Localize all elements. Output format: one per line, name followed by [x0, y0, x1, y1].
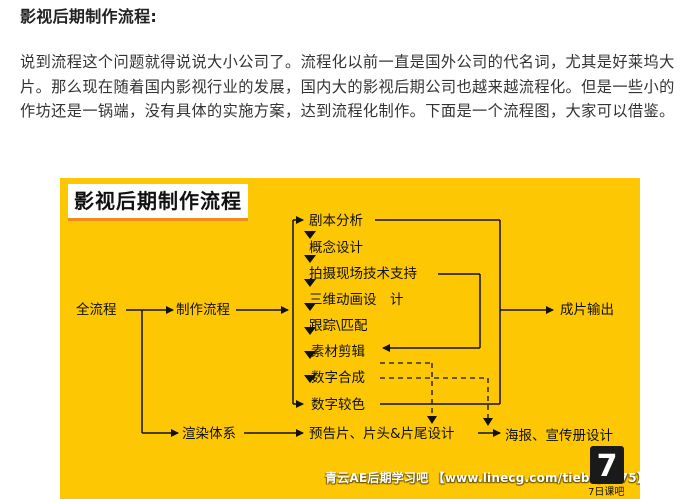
node-final-output: 成片输出 [560, 302, 614, 318]
step-script-analysis: 剧本分析 [309, 213, 363, 229]
step-onset-support: 拍摄现场技术支持 [309, 266, 417, 282]
node-trailer-design: 预告片、片头&片尾设计 [309, 426, 455, 442]
step-edit: 素材剪辑 [311, 344, 365, 360]
node-all-workflow: 全流程 [76, 302, 117, 318]
step-down-triangles [304, 231, 316, 383]
logo-glyph: 7 [597, 449, 618, 484]
node-render-system: 渲染体系 [182, 426, 236, 442]
step-concept-design: 概念设计 [309, 240, 363, 256]
step-tracking: 跟踪\匹配 [309, 318, 368, 334]
workflow-diagram: 影视后期制作流程 全流程 制作流程 剧本分析 概念设计 拍摄现场技术支持 三维动… [60, 178, 640, 499]
step-color-grading: 数字较色 [311, 397, 365, 413]
dash-arrow-edit [427, 416, 437, 424]
node-production-workflow: 制作流程 [176, 302, 230, 318]
article-heading: 影视后期制作流程: [20, 7, 158, 26]
node-poster-design: 海报、宣传册设计 [505, 428, 613, 444]
step-composite: 数字合成 [311, 370, 365, 386]
diagram-connectors [126, 216, 554, 437]
site-logo: 7 [590, 446, 624, 484]
article-paragraph: 说到流程这个问题就得说说大小公司了。流程化以前一直是国外公司的代名词，尤其是好莱… [20, 53, 675, 120]
watermark-text: 青云AE后期学习吧 【www.linecg.com/tieba/1775】 [325, 471, 640, 485]
step-3d-animation: 三维动画设 计 [309, 292, 404, 308]
logo-caption: 7日课吧 [588, 487, 625, 498]
diagram-title: 影视后期制作流程 [68, 184, 248, 221]
dash-arrow-composite [483, 418, 493, 426]
seven-logo-icon: 7 [597, 449, 618, 484]
